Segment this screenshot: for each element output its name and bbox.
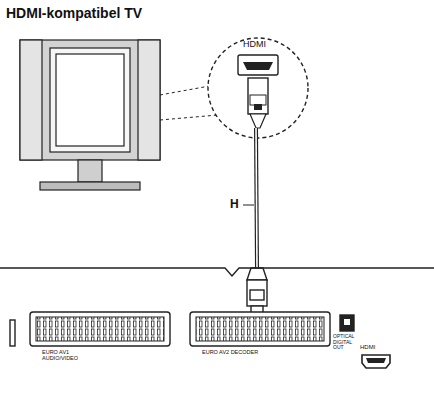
hdmi-cable (243, 128, 267, 339)
port-label: HDMI (243, 40, 266, 50)
connector-label: EURO AV2 DECODER (202, 349, 262, 355)
tv-illustration (20, 40, 218, 190)
callout-letter: H (230, 198, 239, 211)
device-rear-panel (0, 268, 434, 368)
connector-label: OPTICAL DIGITAL OUT (333, 334, 361, 351)
port-label: HDMI (360, 344, 375, 351)
title: HDMI-kompatibel TV (6, 6, 142, 21)
connector-label: EURO AV1 AUDIO/VIDEO (42, 349, 102, 361)
hdmi-callout (208, 38, 308, 138)
